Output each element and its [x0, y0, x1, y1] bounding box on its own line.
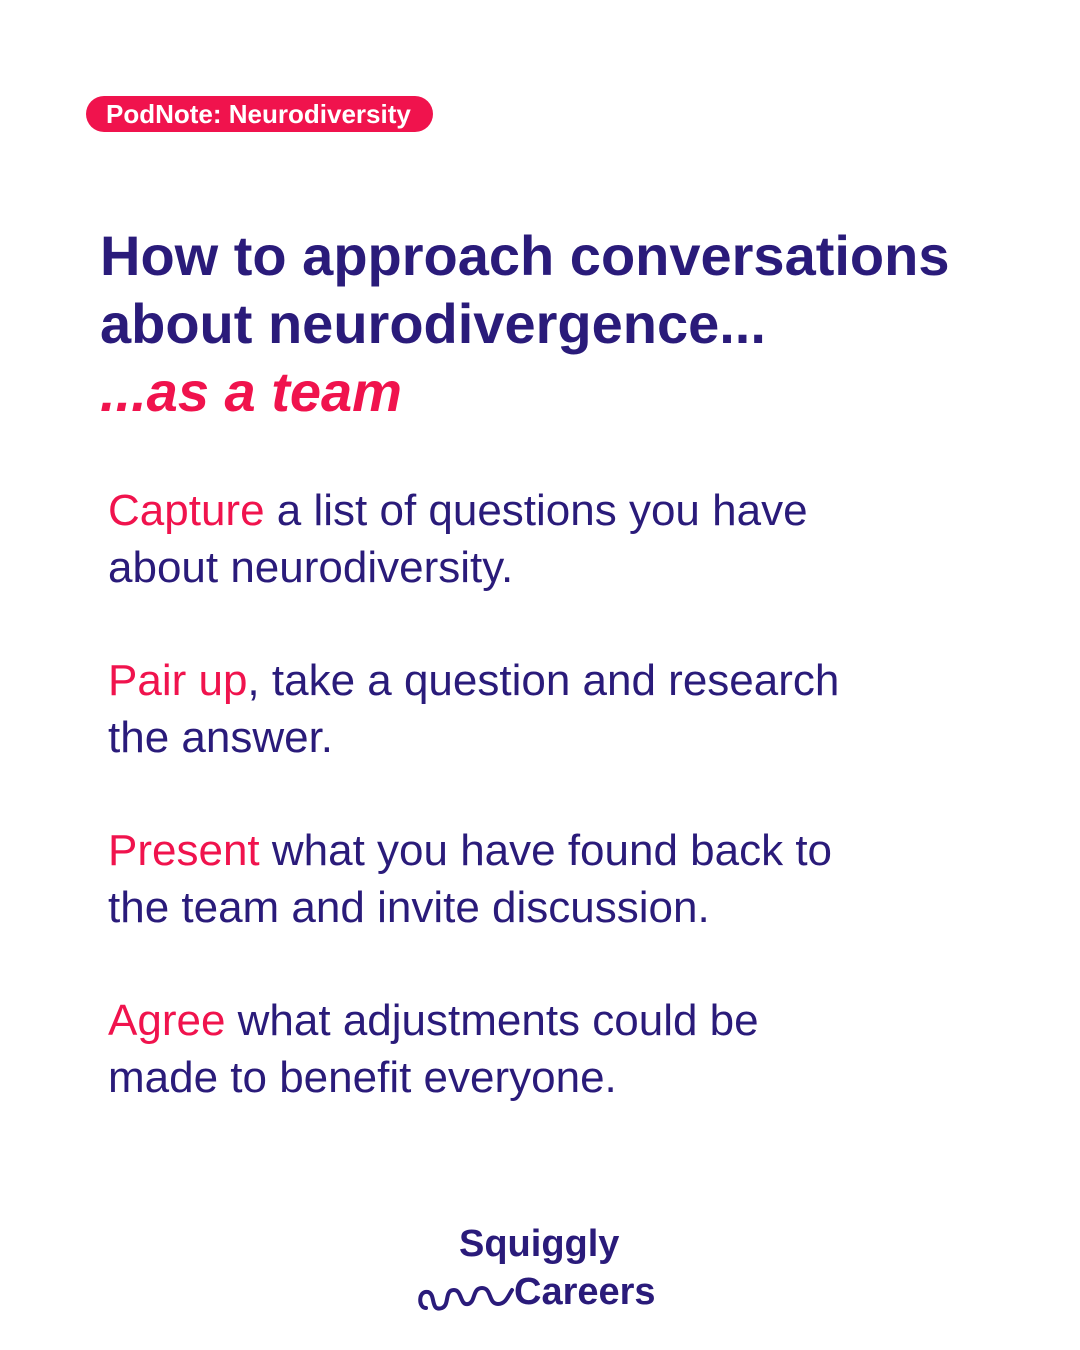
step-capture: Capture a list of questions you have abo… [108, 482, 1008, 596]
step-text-line-2: the team and invite discussion. [108, 883, 710, 932]
step-pair-up: Pair up, take a question and research th… [108, 652, 1008, 766]
step-list: Capture a list of questions you have abo… [108, 482, 1008, 1162]
step-text: a list of questions you have [264, 486, 808, 535]
podnote-tag: PodNote: Neurodiversity [86, 96, 433, 132]
step-agree: Agree what adjustments could be made to … [108, 992, 1008, 1106]
step-keyword: Present [108, 826, 260, 875]
squiggle-icon [418, 1286, 514, 1311]
headline: How to approach conversations about neur… [100, 222, 1050, 426]
podnote-tag-label: PodNote: Neurodiversity [106, 99, 411, 129]
logo-word-squiggly: Squiggly [459, 1223, 620, 1265]
step-text-line-2: the answer. [108, 713, 334, 762]
step-text-line-2: made to benefit everyone. [108, 1053, 617, 1102]
logo-word-careers: Careers [514, 1271, 656, 1313]
headline-accent: ...as a team [100, 360, 402, 423]
step-keyword: Capture [108, 486, 265, 535]
headline-line-1: How to approach conversations [100, 224, 950, 287]
step-present: Present what you have found back to the … [108, 822, 1008, 936]
step-text: what you have found back to [259, 826, 833, 875]
headline-line-2: about neurodivergence... [100, 292, 766, 355]
step-text-line-2: about neurodiversity. [108, 543, 514, 592]
step-keyword: Agree [108, 996, 226, 1045]
step-text: what adjustments could be [225, 996, 759, 1045]
step-text: , take a question and research [247, 656, 840, 705]
squiggly-careers-logo: Squiggly Careers [416, 1222, 676, 1322]
step-keyword: Pair up [108, 656, 248, 705]
